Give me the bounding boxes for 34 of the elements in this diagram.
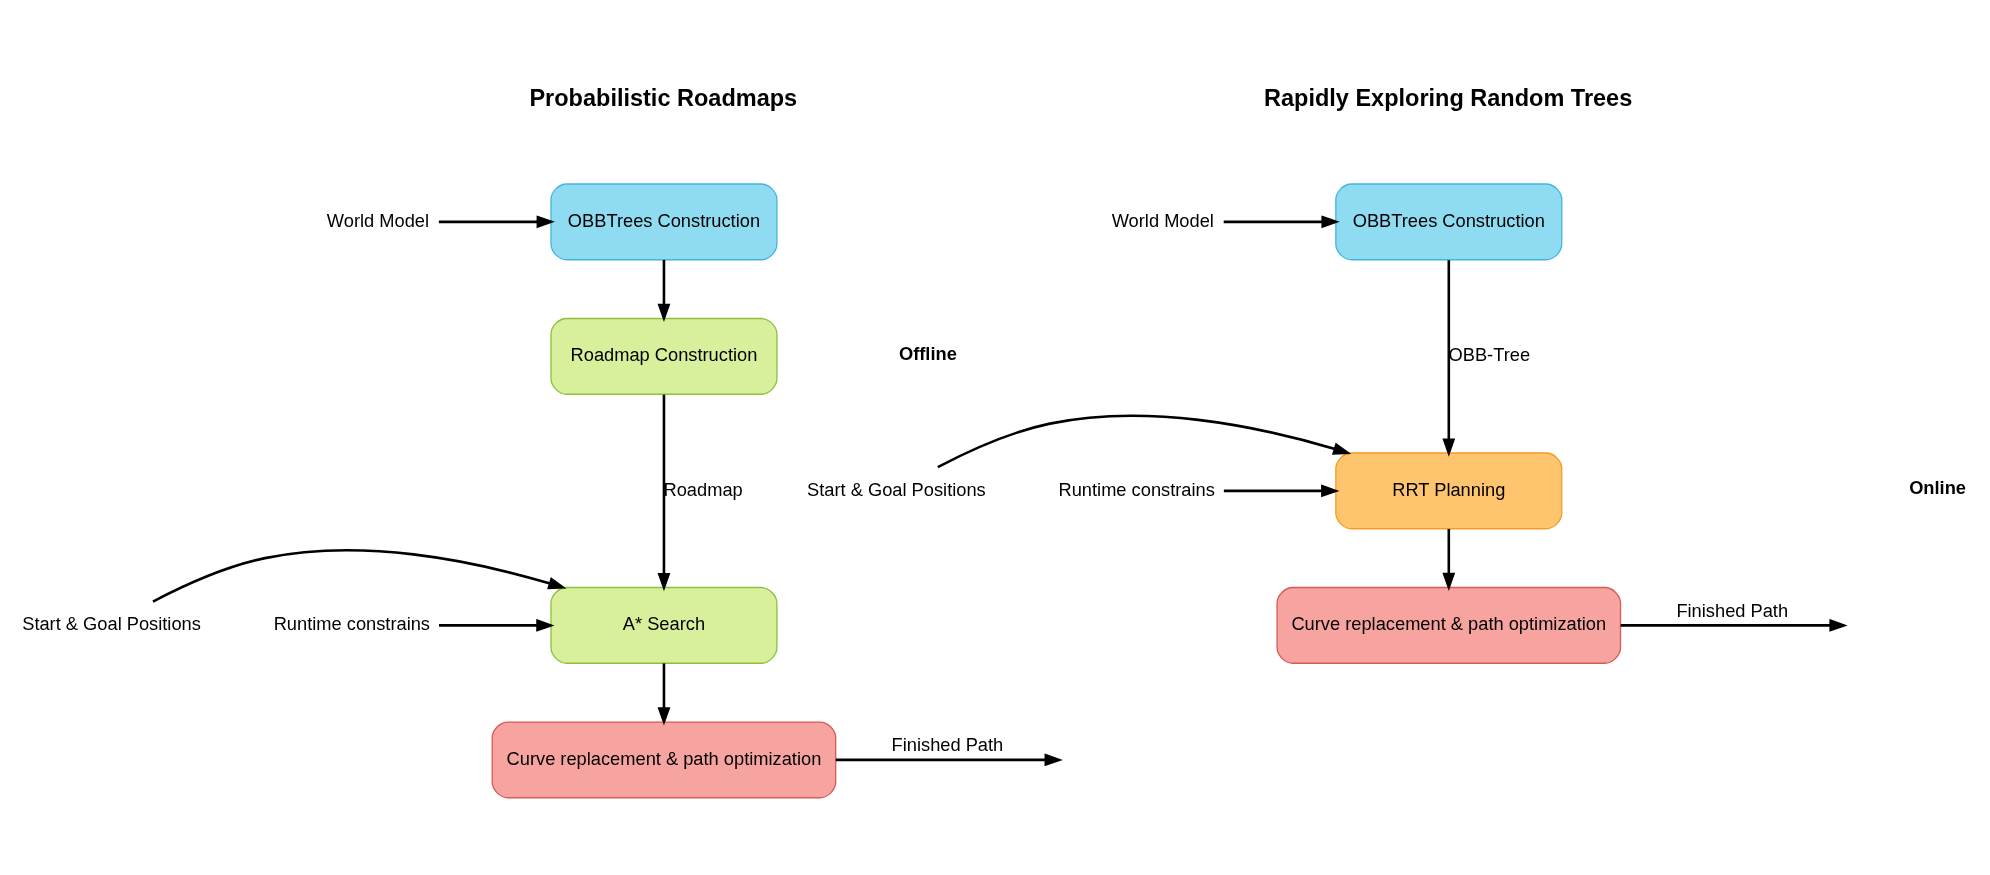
arrow — [439, 618, 555, 632]
label: Online — [1909, 476, 1966, 498]
node-text: Start & Goal Positions — [22, 612, 201, 634]
edge-label: Finished Path — [1676, 599, 1789, 621]
label: Rapidly Exploring Random Trees — [1264, 84, 1633, 111]
arrow — [1442, 528, 1456, 591]
arrow — [1620, 618, 1848, 632]
node-box: Roadmap Construction — [550, 317, 778, 395]
node-box: A* Search — [550, 586, 778, 664]
node-box: Curve replacement & path optimization — [1276, 586, 1622, 664]
node-text: World Model — [326, 209, 430, 231]
arrow — [1223, 214, 1340, 228]
edge-label: Finished Path — [891, 733, 1004, 755]
node-box: Curve replacement & path optimization — [491, 720, 837, 798]
arrow — [937, 414, 1352, 468]
label: Probabilistic Roadmaps — [529, 84, 798, 111]
arrow — [1223, 484, 1340, 497]
arrow — [152, 548, 567, 603]
node-box: OBBTrees Construction — [1335, 182, 1563, 260]
label: Offline — [899, 342, 957, 364]
arrow — [438, 214, 555, 228]
node-text: Runtime constrains — [273, 612, 431, 634]
node-text: Runtime constrains — [1058, 478, 1215, 500]
arrow — [835, 753, 1063, 766]
edge-label: Roadmap — [663, 478, 743, 500]
node-box: OBBTrees Construction — [550, 182, 778, 260]
arrow — [657, 662, 671, 726]
node-box: RRT Planning — [1335, 451, 1563, 529]
node-text: Start & Goal Positions — [807, 478, 986, 500]
edge-label: OBB-Tree — [1448, 343, 1531, 365]
arrow — [657, 394, 671, 591]
node-text: World Model — [1111, 209, 1214, 231]
arrow — [1442, 259, 1456, 457]
arrow — [657, 259, 671, 322]
